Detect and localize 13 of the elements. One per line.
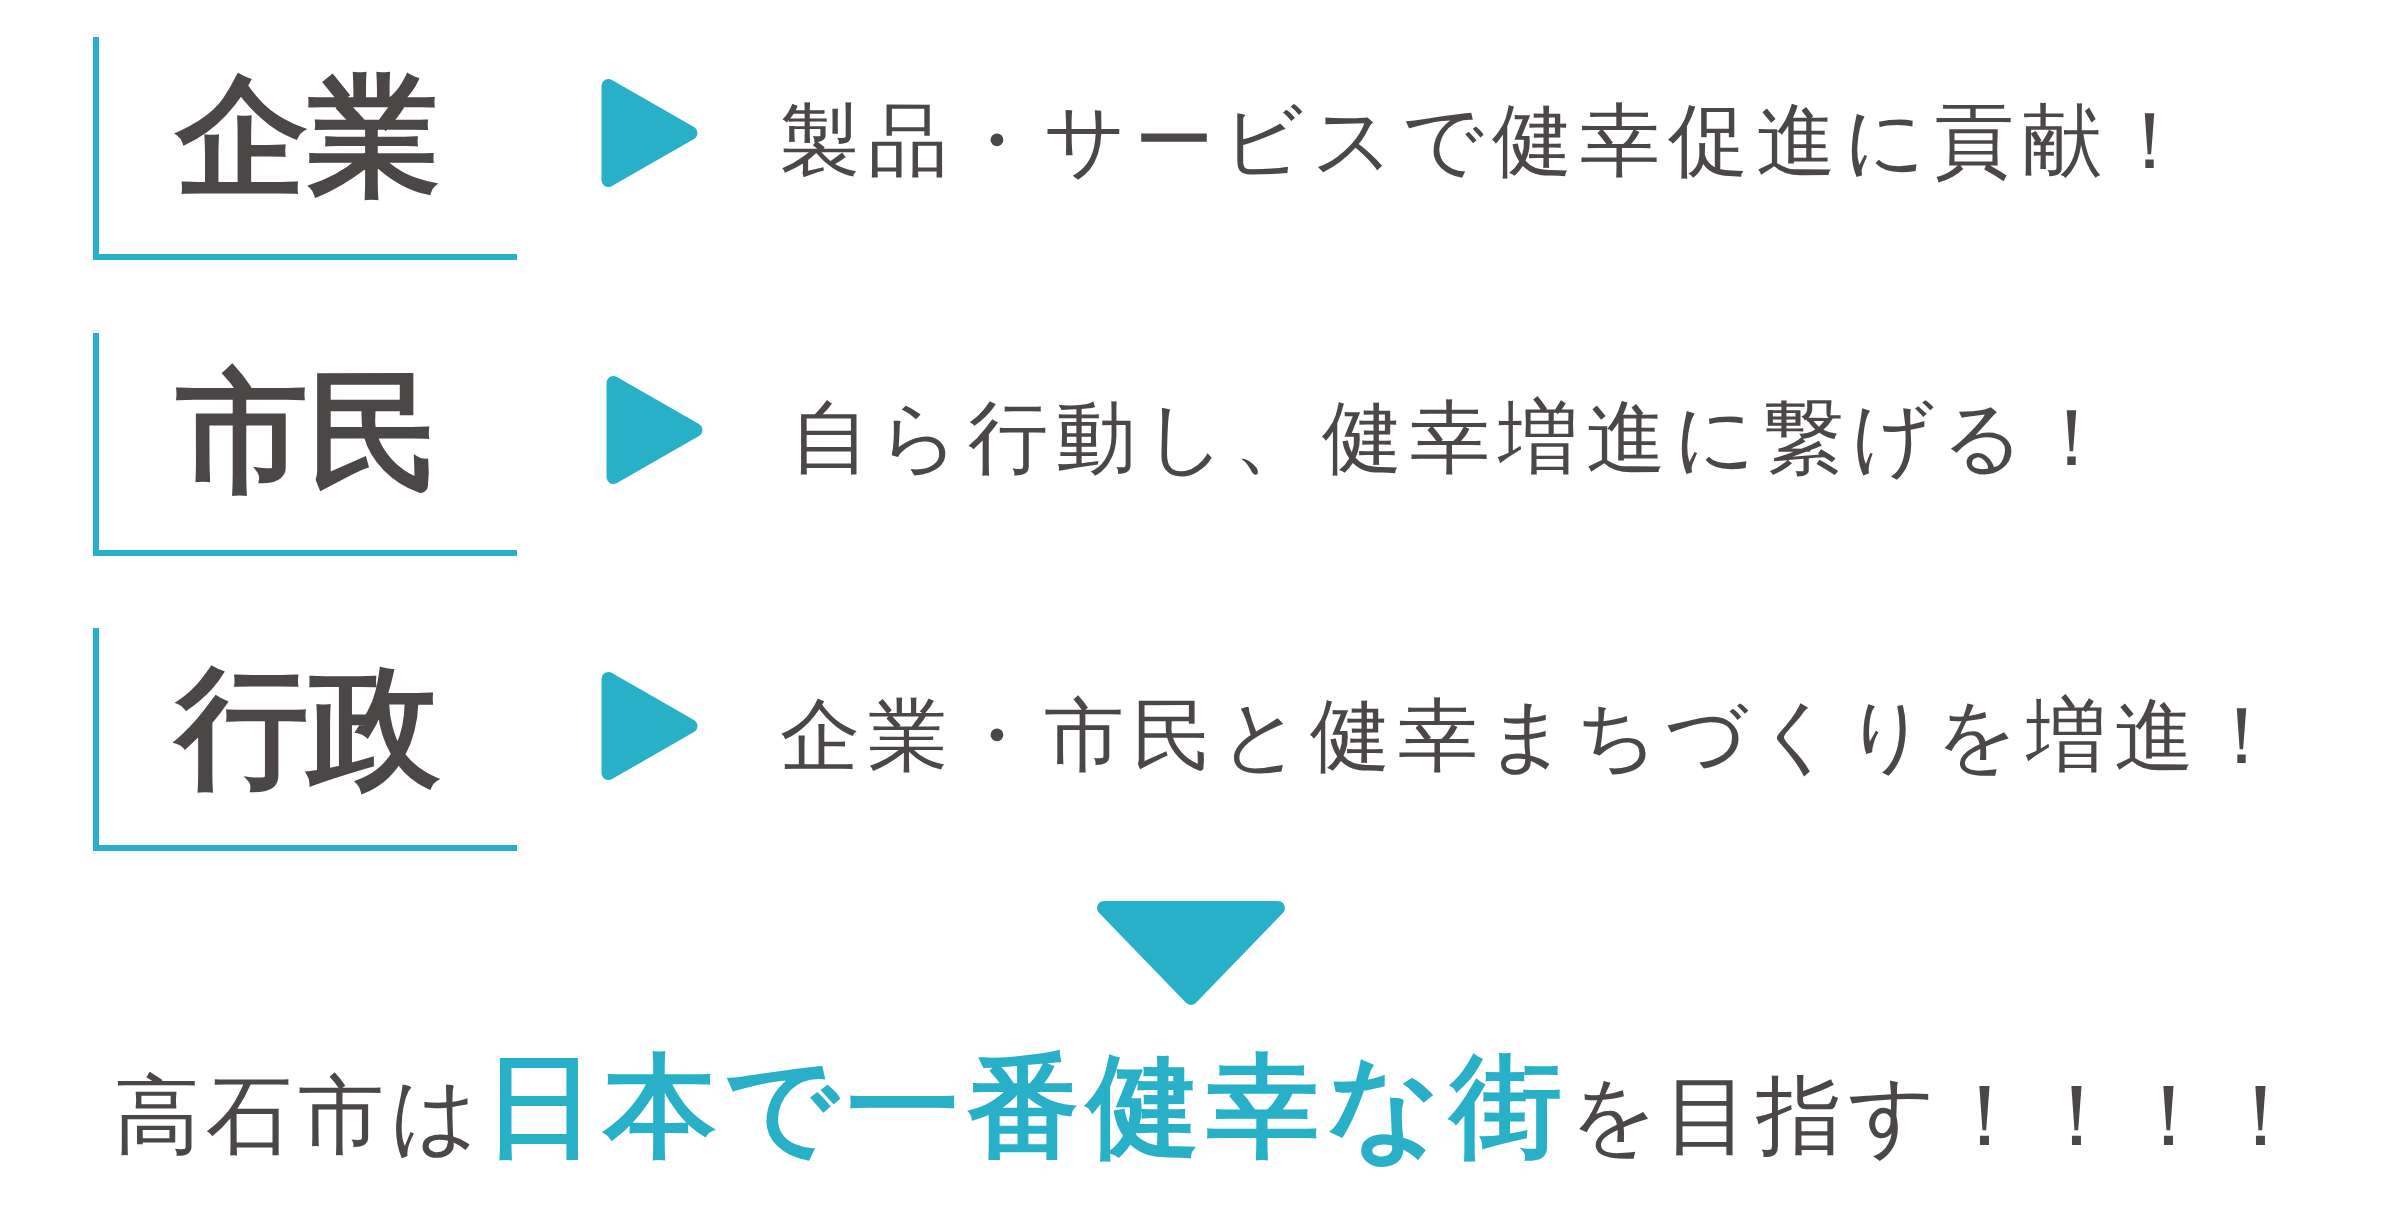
triangle-arrow <box>1097 901 1285 1005</box>
category-heading: 市民 <box>176 365 440 498</box>
triangle-arrow <box>601 672 698 780</box>
triangle-arrow <box>601 79 698 187</box>
category-heading: 企業 <box>176 69 440 202</box>
bracket-frame <box>93 333 517 556</box>
goal-statement: 高石市は日本で一番健幸な街を目指す！！！！ <box>114 1036 2310 1176</box>
statement-text: 企業・市民と健幸まちづくりを増進！ <box>780 688 2290 784</box>
triangle-arrow <box>606 376 703 484</box>
bracket-frame <box>93 37 517 260</box>
statement-text: 自ら行動し、健幸増進に繋げる！ <box>790 390 2120 486</box>
bracket-frame <box>93 628 517 851</box>
statement-text: 製品・サービスで健幸促進に貢献！ <box>780 93 2198 189</box>
